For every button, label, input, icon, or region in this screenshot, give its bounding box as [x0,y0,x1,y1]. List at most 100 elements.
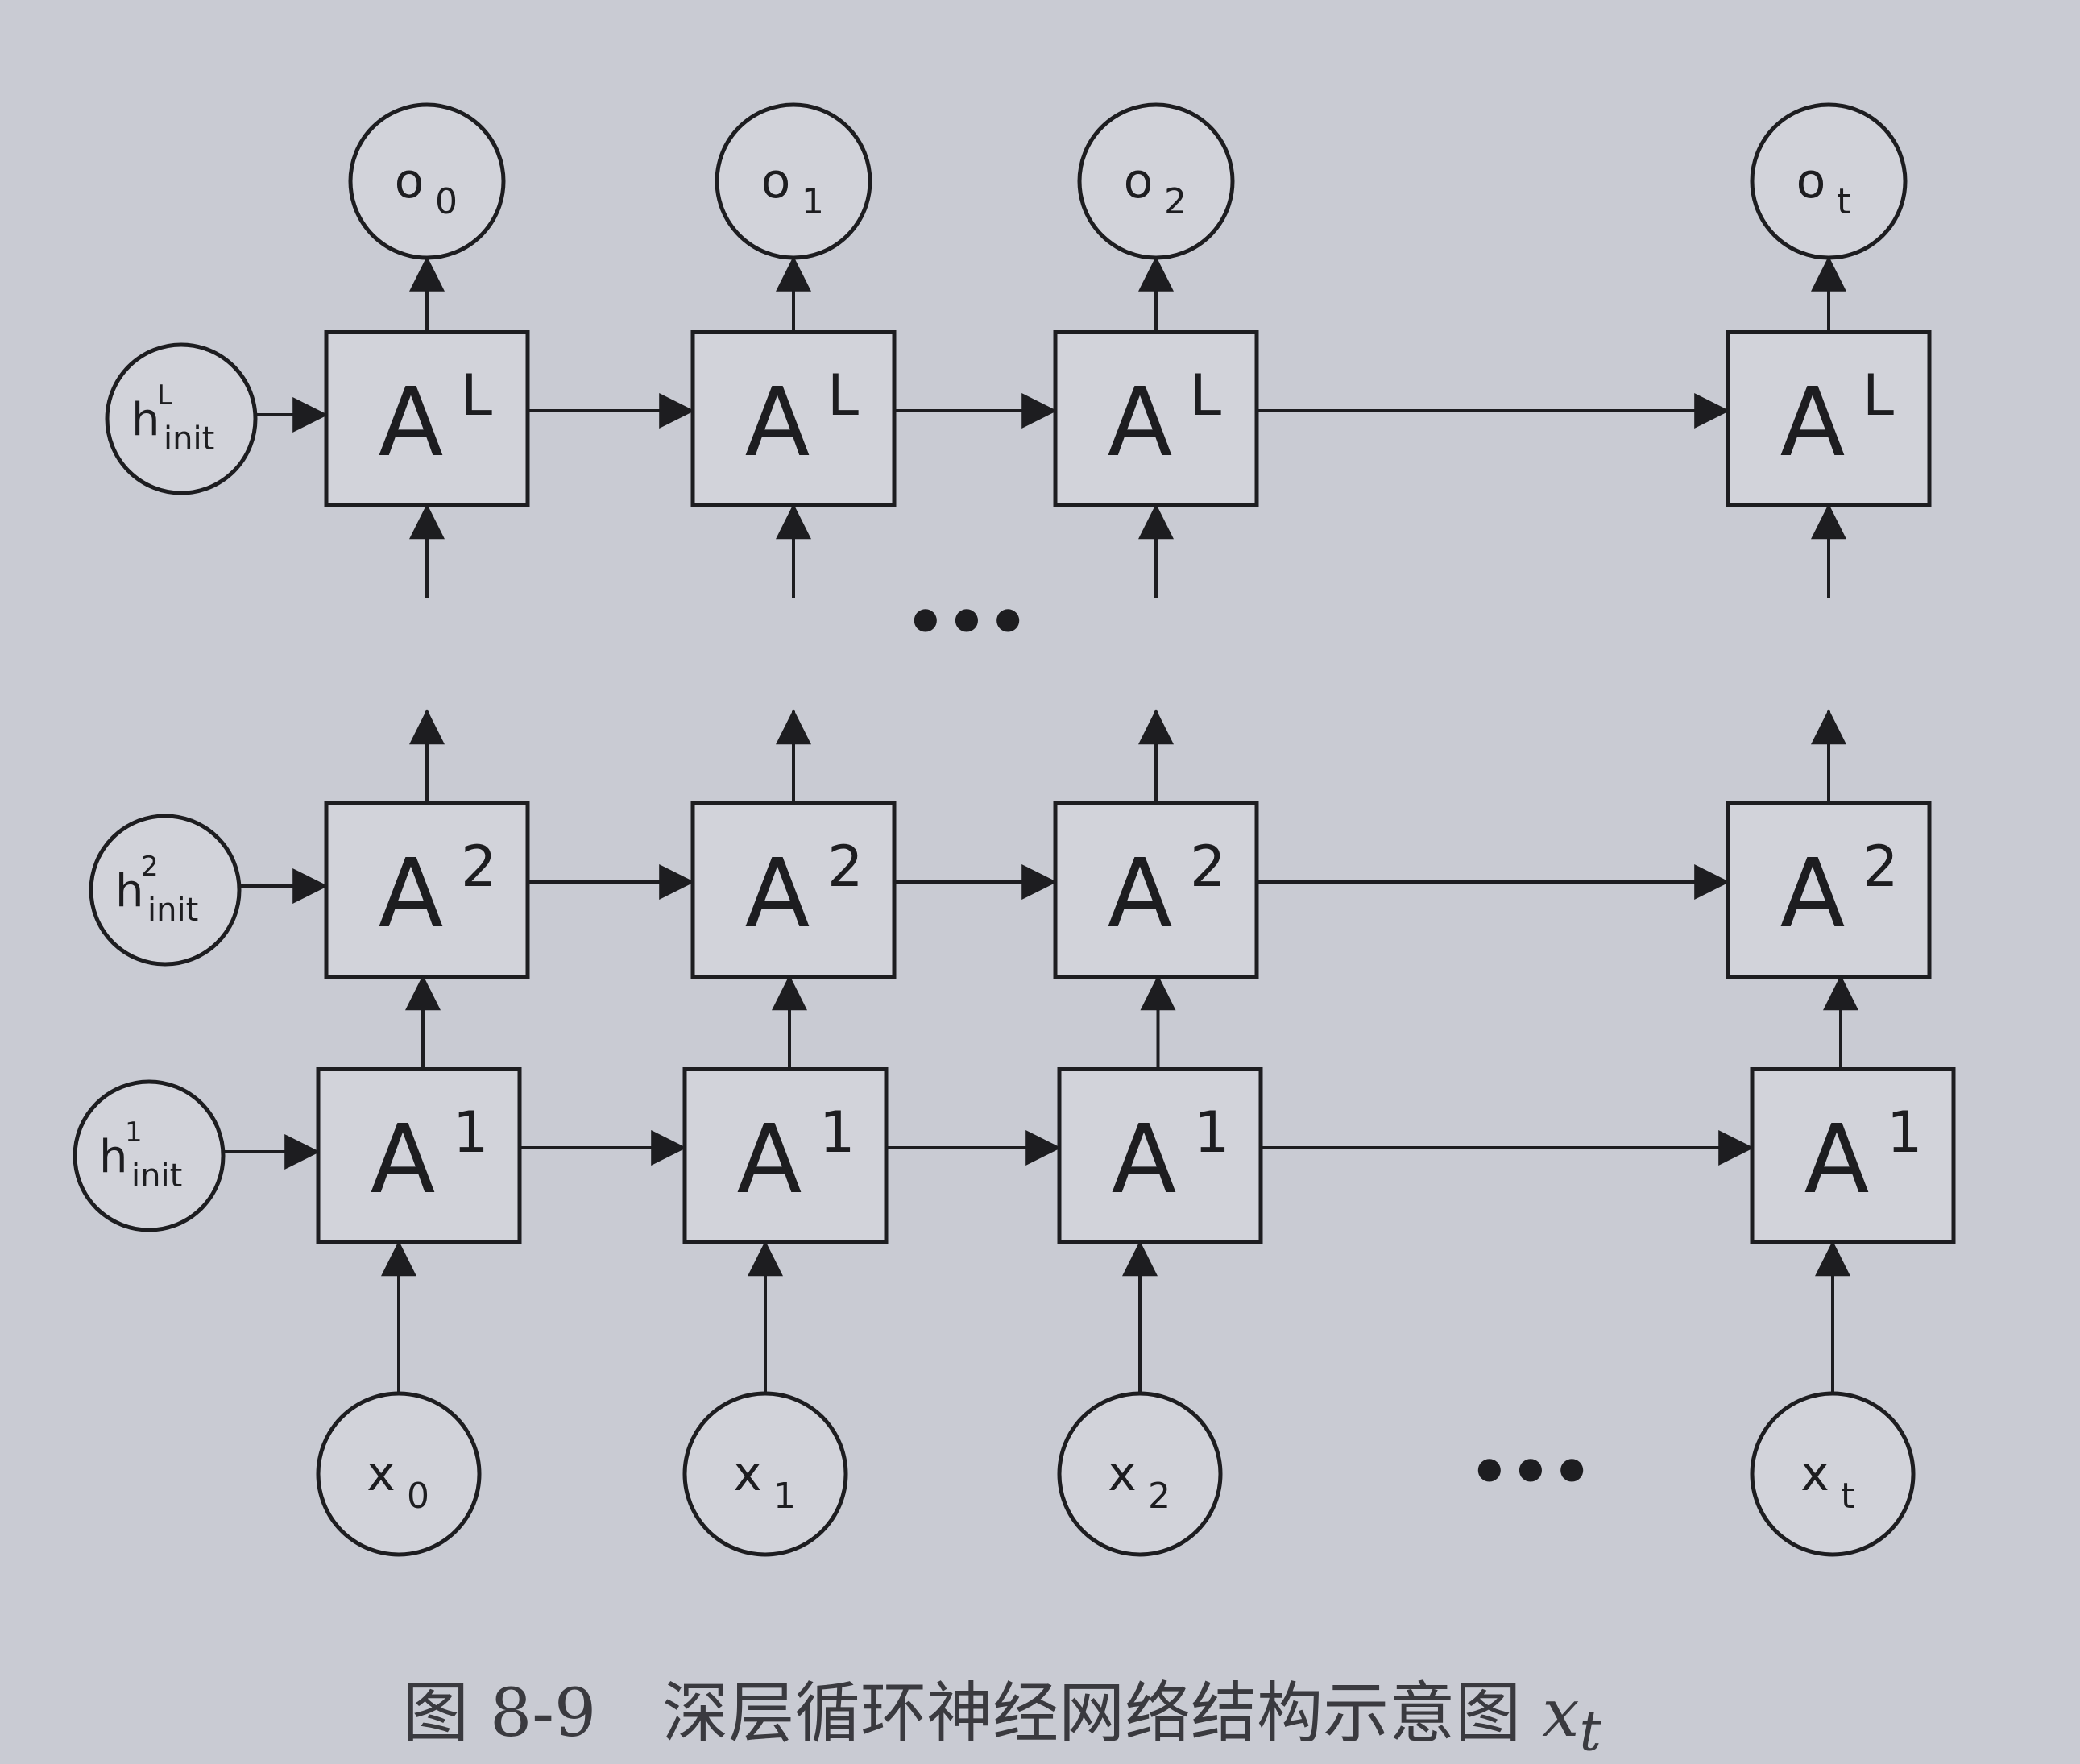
input-subscript: 2 [1148,1476,1171,1517]
init-hidden-1: h1 init [73,1079,226,1232]
init-node [73,1079,226,1232]
output-subscript: 1 [802,181,824,222]
output-subscript: 2 [1164,181,1187,222]
caption-variable: x [1542,1675,1580,1752]
init-superscript: 1 [125,1116,143,1149]
cell-box [316,1067,522,1244]
cell-box [1053,330,1259,507]
cell-superscript: 1 [819,1099,856,1166]
input-label: x [367,1446,396,1502]
figure-caption: 图 8-9 深层循环神经网络结构示意图 xt [403,1659,1601,1763]
cell-superscript: L [461,362,492,429]
input-label: x [1108,1446,1137,1502]
input-node [1057,1391,1223,1557]
cell-label: A [1804,1104,1870,1215]
cell-label: A [1780,366,1846,478]
cell-label: A [737,1104,802,1215]
input-subscript: 0 [407,1476,429,1517]
cell-box [682,1067,889,1244]
cell-label: A [1780,838,1846,949]
cell-superscript: L [1862,362,1894,429]
input-subscript: 1 [773,1476,796,1517]
init-subscript: init [131,1157,182,1195]
cell-box [324,330,530,507]
output-label: o [1796,153,1826,209]
input-label: x [733,1446,762,1502]
cell-label: A [1108,366,1173,478]
cell-label: A [371,1104,436,1215]
output-node [1077,102,1235,260]
caption-text: 图 8-9 深层循环神经网络结构示意图 [403,1675,1543,1752]
cell-box [1057,1067,1263,1244]
layer-ellipsis: ••• [905,585,1028,660]
output-node [715,102,872,260]
cell-superscript: 2 [1190,834,1226,900]
cell-superscript: 1 [1194,1099,1230,1166]
cell-label: A [745,366,810,478]
cell-superscript: 2 [1862,834,1899,900]
output-label: o [395,153,425,209]
input-node [1750,1391,1916,1557]
cell-label: A [745,838,810,949]
output-label: o [1124,153,1154,209]
init-node [89,814,242,967]
output-label: o [761,153,791,209]
output-node [348,102,506,260]
output-subscript: t [1837,181,1850,222]
cell-superscript: 1 [453,1099,489,1166]
init-subscript: init [164,420,214,458]
cell-superscript: 2 [827,834,864,900]
cell-superscript: 1 [1887,1099,1923,1166]
init-subscript: init [147,892,198,929]
time-ellipsis: ••• [1469,1435,1592,1509]
init-label: h [115,865,144,917]
output-node [1750,102,1908,260]
cell-superscript: L [827,362,859,429]
cell-box [1726,801,1932,979]
init-node [105,342,258,495]
input-subscript: t [1841,1476,1854,1517]
input-label: x [1800,1446,1829,1502]
cell-box [690,330,897,507]
caption-variable-subscript: t [1579,1700,1601,1764]
cell-superscript: L [1190,362,1221,429]
cell-superscript: 2 [461,834,497,900]
cell-label: A [1112,1104,1177,1215]
cell-label: A [379,838,444,949]
init-superscript: 2 [141,851,159,883]
cell-box [1053,801,1259,979]
cell-label: A [379,366,444,478]
init-label: h [131,394,160,446]
init-label: h [99,1131,128,1183]
input-node [316,1391,482,1557]
cell-box [1750,1067,1956,1244]
init-superscript: L [157,379,172,412]
output-subscript: 0 [435,181,458,222]
input-node [682,1391,848,1557]
init-hidden-2: h2 init [89,814,242,967]
cell-label: A [1108,838,1173,949]
